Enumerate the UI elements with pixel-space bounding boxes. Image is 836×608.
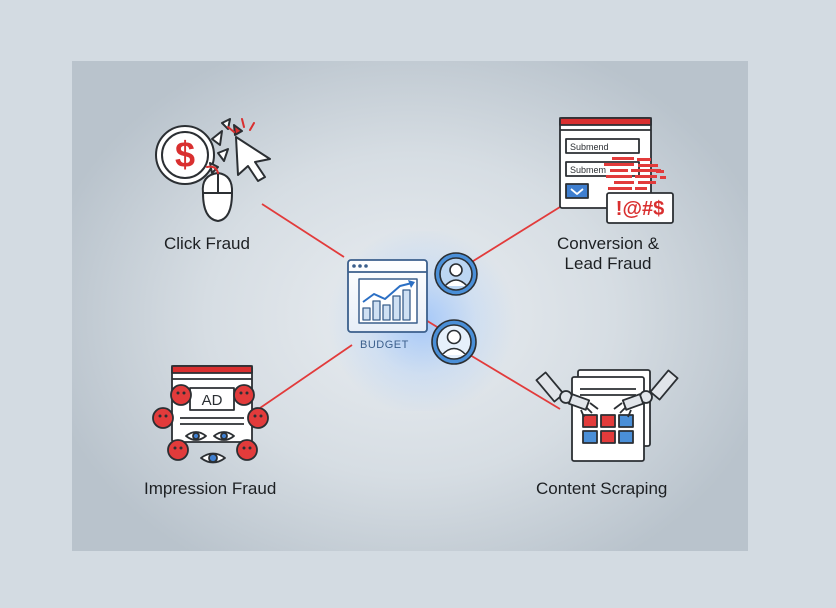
mouse-icon [201, 165, 234, 222]
svg-text:$: $ [175, 134, 195, 175]
fraud-diagram: $ [152, 117, 679, 464]
fraud-symbols: !@#$ [616, 198, 664, 220]
budget-chart-icon[interactable] [347, 259, 428, 333]
connector-conversion-fraud [469, 206, 561, 264]
impression-fraud-label: Impression Fraud [144, 479, 277, 498]
robot-hand-icon [535, 371, 599, 418]
ad-window-icon: AD [152, 365, 269, 464]
content-scraping-label: Content Scraping [536, 479, 668, 498]
connector-content-scraping-2 [469, 354, 561, 410]
user-avatar-icon-2[interactable] [431, 319, 477, 365]
dollar-coin-icon: $ [155, 125, 215, 185]
broken-shards [209, 118, 243, 174]
center-budget-label: BUDGET [360, 339, 409, 351]
robot-hand-icon-2 [613, 369, 679, 418]
form-field-1: Submend [570, 142, 609, 152]
grid-blocks-icon [571, 369, 651, 462]
form-window-icon: Submend Submem !@#$ [559, 117, 674, 224]
conversion-fraud-label-line1: Conversion & [557, 234, 660, 253]
conversion-fraud-label: Conversion & Lead Fraud [557, 234, 659, 274]
connector-click-fraud [261, 203, 345, 258]
connector-impression-fraud [259, 344, 353, 409]
diagram-panel: $ [72, 61, 748, 551]
form-field-2: Submem [570, 165, 606, 175]
bot-face-icon [152, 384, 269, 461]
click-fraud-label: Click Fraud [164, 234, 250, 253]
cursor-icon [227, 118, 271, 182]
connectors [259, 203, 561, 410]
click-fraud-icon-group: $ [155, 118, 271, 222]
bot-eyes [158, 391, 263, 450]
user-avatar-icon[interactable] [434, 252, 478, 296]
eye-icon [185, 431, 235, 464]
ad-text: AD [202, 392, 223, 409]
glitch-bars [604, 157, 666, 190]
conversion-fraud-label-line2: Lead Fraud [564, 254, 652, 273]
